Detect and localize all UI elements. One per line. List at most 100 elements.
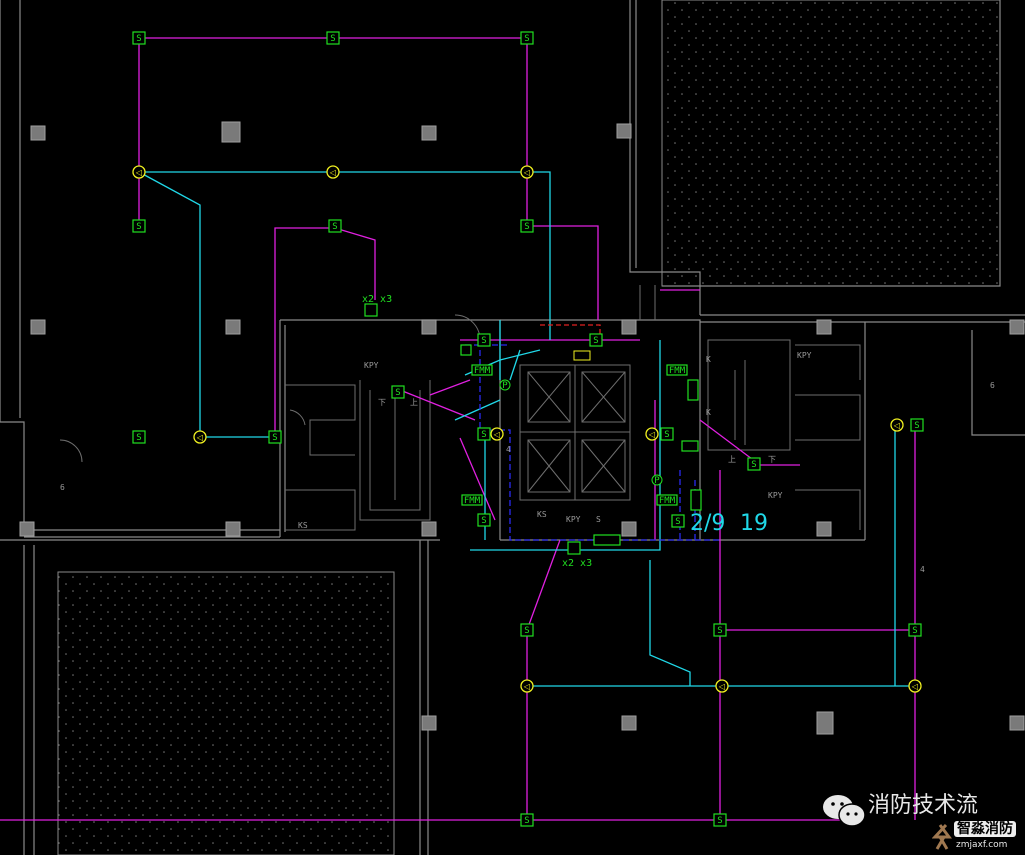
alarm-horn[interactable]: ◁ — [520, 165, 534, 179]
valve-symbol — [573, 350, 591, 361]
module-box[interactable] — [567, 541, 581, 555]
wire-note: 4 — [506, 445, 511, 454]
smoke-detector[interactable]: S — [660, 427, 674, 441]
alarm-horn[interactable]: ◁ — [890, 418, 904, 432]
alarm-horn[interactable]: ◁ — [132, 165, 146, 179]
modules: FMM FMM FMM FMM — [364, 303, 702, 555]
smoke-detector[interactable]: S — [589, 333, 603, 347]
svg-text:S: S — [332, 222, 337, 232]
module-box[interactable] — [593, 534, 621, 546]
fmm-module[interactable]: FMM — [461, 494, 483, 506]
alarm-horn[interactable]: ◁ — [193, 430, 207, 444]
stair-up-label: 上 — [410, 398, 418, 407]
module-box[interactable] — [681, 440, 699, 452]
hatched-area-top-right — [661, 0, 1001, 287]
room-label-k: K — [706, 355, 711, 364]
stair-down-label: 下 — [378, 398, 386, 407]
svg-text:S: S — [481, 336, 486, 346]
svg-text:S: S — [136, 222, 141, 232]
svg-text:◁: ◁ — [911, 682, 918, 691]
fmm-module[interactable]: FMM — [666, 364, 688, 376]
smoke-detector[interactable]: S — [713, 813, 727, 827]
room-label-kpy: KPY — [364, 361, 379, 370]
smoke-detector[interactable]: S — [520, 219, 534, 233]
smoke-detector[interactable]: S — [132, 31, 146, 45]
columns — [19, 121, 1025, 735]
smoke-detector[interactable]: S — [326, 31, 340, 45]
stair-down-label: 下 — [768, 455, 776, 464]
svg-text:S: S — [481, 516, 486, 526]
watermark-brand: 智淼消防 — [954, 821, 1016, 837]
svg-text:S: S — [524, 626, 529, 636]
smoke-detector[interactable]: S — [268, 430, 282, 444]
svg-text:◁: ◁ — [718, 682, 725, 691]
svg-text:S: S — [717, 626, 722, 636]
smoke-detector[interactable]: S — [520, 31, 534, 45]
svg-text:S: S — [524, 222, 529, 232]
svg-text:S: S — [136, 34, 141, 44]
smoke-detectors: S S S S S S S S S S S S S S S S S S S S … — [132, 31, 924, 827]
svg-text:◁: ◁ — [135, 168, 142, 177]
svg-text:S: S — [664, 430, 669, 440]
svg-text:S: S — [914, 421, 919, 431]
hatched-area-bottom-left — [57, 571, 395, 855]
bus-wiring — [138, 171, 915, 687]
smoke-detector[interactable]: S — [910, 418, 924, 432]
module-box[interactable] — [364, 303, 378, 317]
fmm-module[interactable]: FMM — [471, 364, 493, 376]
room-number: 6 — [60, 483, 65, 492]
smoke-detector[interactable]: S — [713, 623, 727, 637]
watermark-channel: 消防技术流 — [868, 793, 979, 818]
svg-text:S: S — [675, 517, 680, 527]
alarm-horn[interactable]: ◁ — [490, 427, 504, 441]
alarm-horns: ◁ ◁ ◁ ◁ ◁ ◁ ◁ ◁ ◁ ◁ — [132, 165, 922, 693]
room-label-kpy: KPY — [768, 491, 783, 500]
svg-text:FMM: FMM — [464, 496, 481, 506]
smoke-detector[interactable]: S — [908, 623, 922, 637]
svg-text:◁: ◁ — [893, 421, 900, 430]
module-box[interactable] — [690, 489, 702, 511]
alarm-horn[interactable]: ◁ — [326, 165, 340, 179]
room-label-s: S — [596, 515, 601, 524]
smoke-detector[interactable]: S — [520, 813, 534, 827]
room-label-ks: KS — [537, 510, 547, 519]
module-box[interactable] — [460, 344, 472, 356]
smoke-detector[interactable]: S — [132, 219, 146, 233]
smoke-detector[interactable]: S — [477, 513, 491, 527]
smoke-detector[interactable]: S — [477, 427, 491, 441]
alarm-horn[interactable]: ◁ — [520, 679, 534, 693]
svg-text:S: S — [524, 816, 529, 826]
phone-jack-label: P — [654, 476, 660, 486]
svg-text:◁: ◁ — [329, 168, 336, 177]
svg-text:S: S — [912, 626, 917, 636]
room-number: 6 — [990, 381, 995, 390]
svg-text:S: S — [272, 433, 277, 443]
wire-count-label: x2 x3 — [562, 558, 592, 569]
smoke-detector[interactable]: S — [391, 385, 405, 399]
smoke-detector[interactable]: S — [520, 623, 534, 637]
smoke-detector[interactable]: S — [328, 219, 342, 233]
smoke-detector[interactable]: S — [477, 333, 491, 347]
svg-text:FMM: FMM — [669, 366, 686, 376]
module-box[interactable] — [687, 379, 699, 401]
room-label-k: K — [706, 408, 711, 417]
smoke-detector[interactable]: S — [747, 457, 761, 471]
svg-text:S: S — [717, 816, 722, 826]
svg-text:◁: ◁ — [523, 682, 530, 691]
brand-logo-icon — [932, 823, 952, 850]
smoke-detector[interactable]: S — [132, 430, 146, 444]
smoke-detector[interactable]: S — [671, 514, 685, 528]
phone-jack-label: P — [502, 381, 508, 391]
watermark-site: zmjaxf.com — [956, 840, 1008, 850]
room-label-ks: KS — [298, 521, 308, 530]
svg-text:◁: ◁ — [523, 168, 530, 177]
svg-text:◁: ◁ — [493, 430, 500, 439]
fmm-module[interactable]: FMM — [656, 494, 678, 506]
room-label-kpy: KPY — [797, 351, 812, 360]
stair-up-label: 上 — [728, 455, 736, 464]
alarm-horn[interactable]: ◁ — [645, 427, 659, 441]
alarm-horn[interactable]: ◁ — [715, 679, 729, 693]
alarm-horn[interactable]: ◁ — [908, 679, 922, 693]
